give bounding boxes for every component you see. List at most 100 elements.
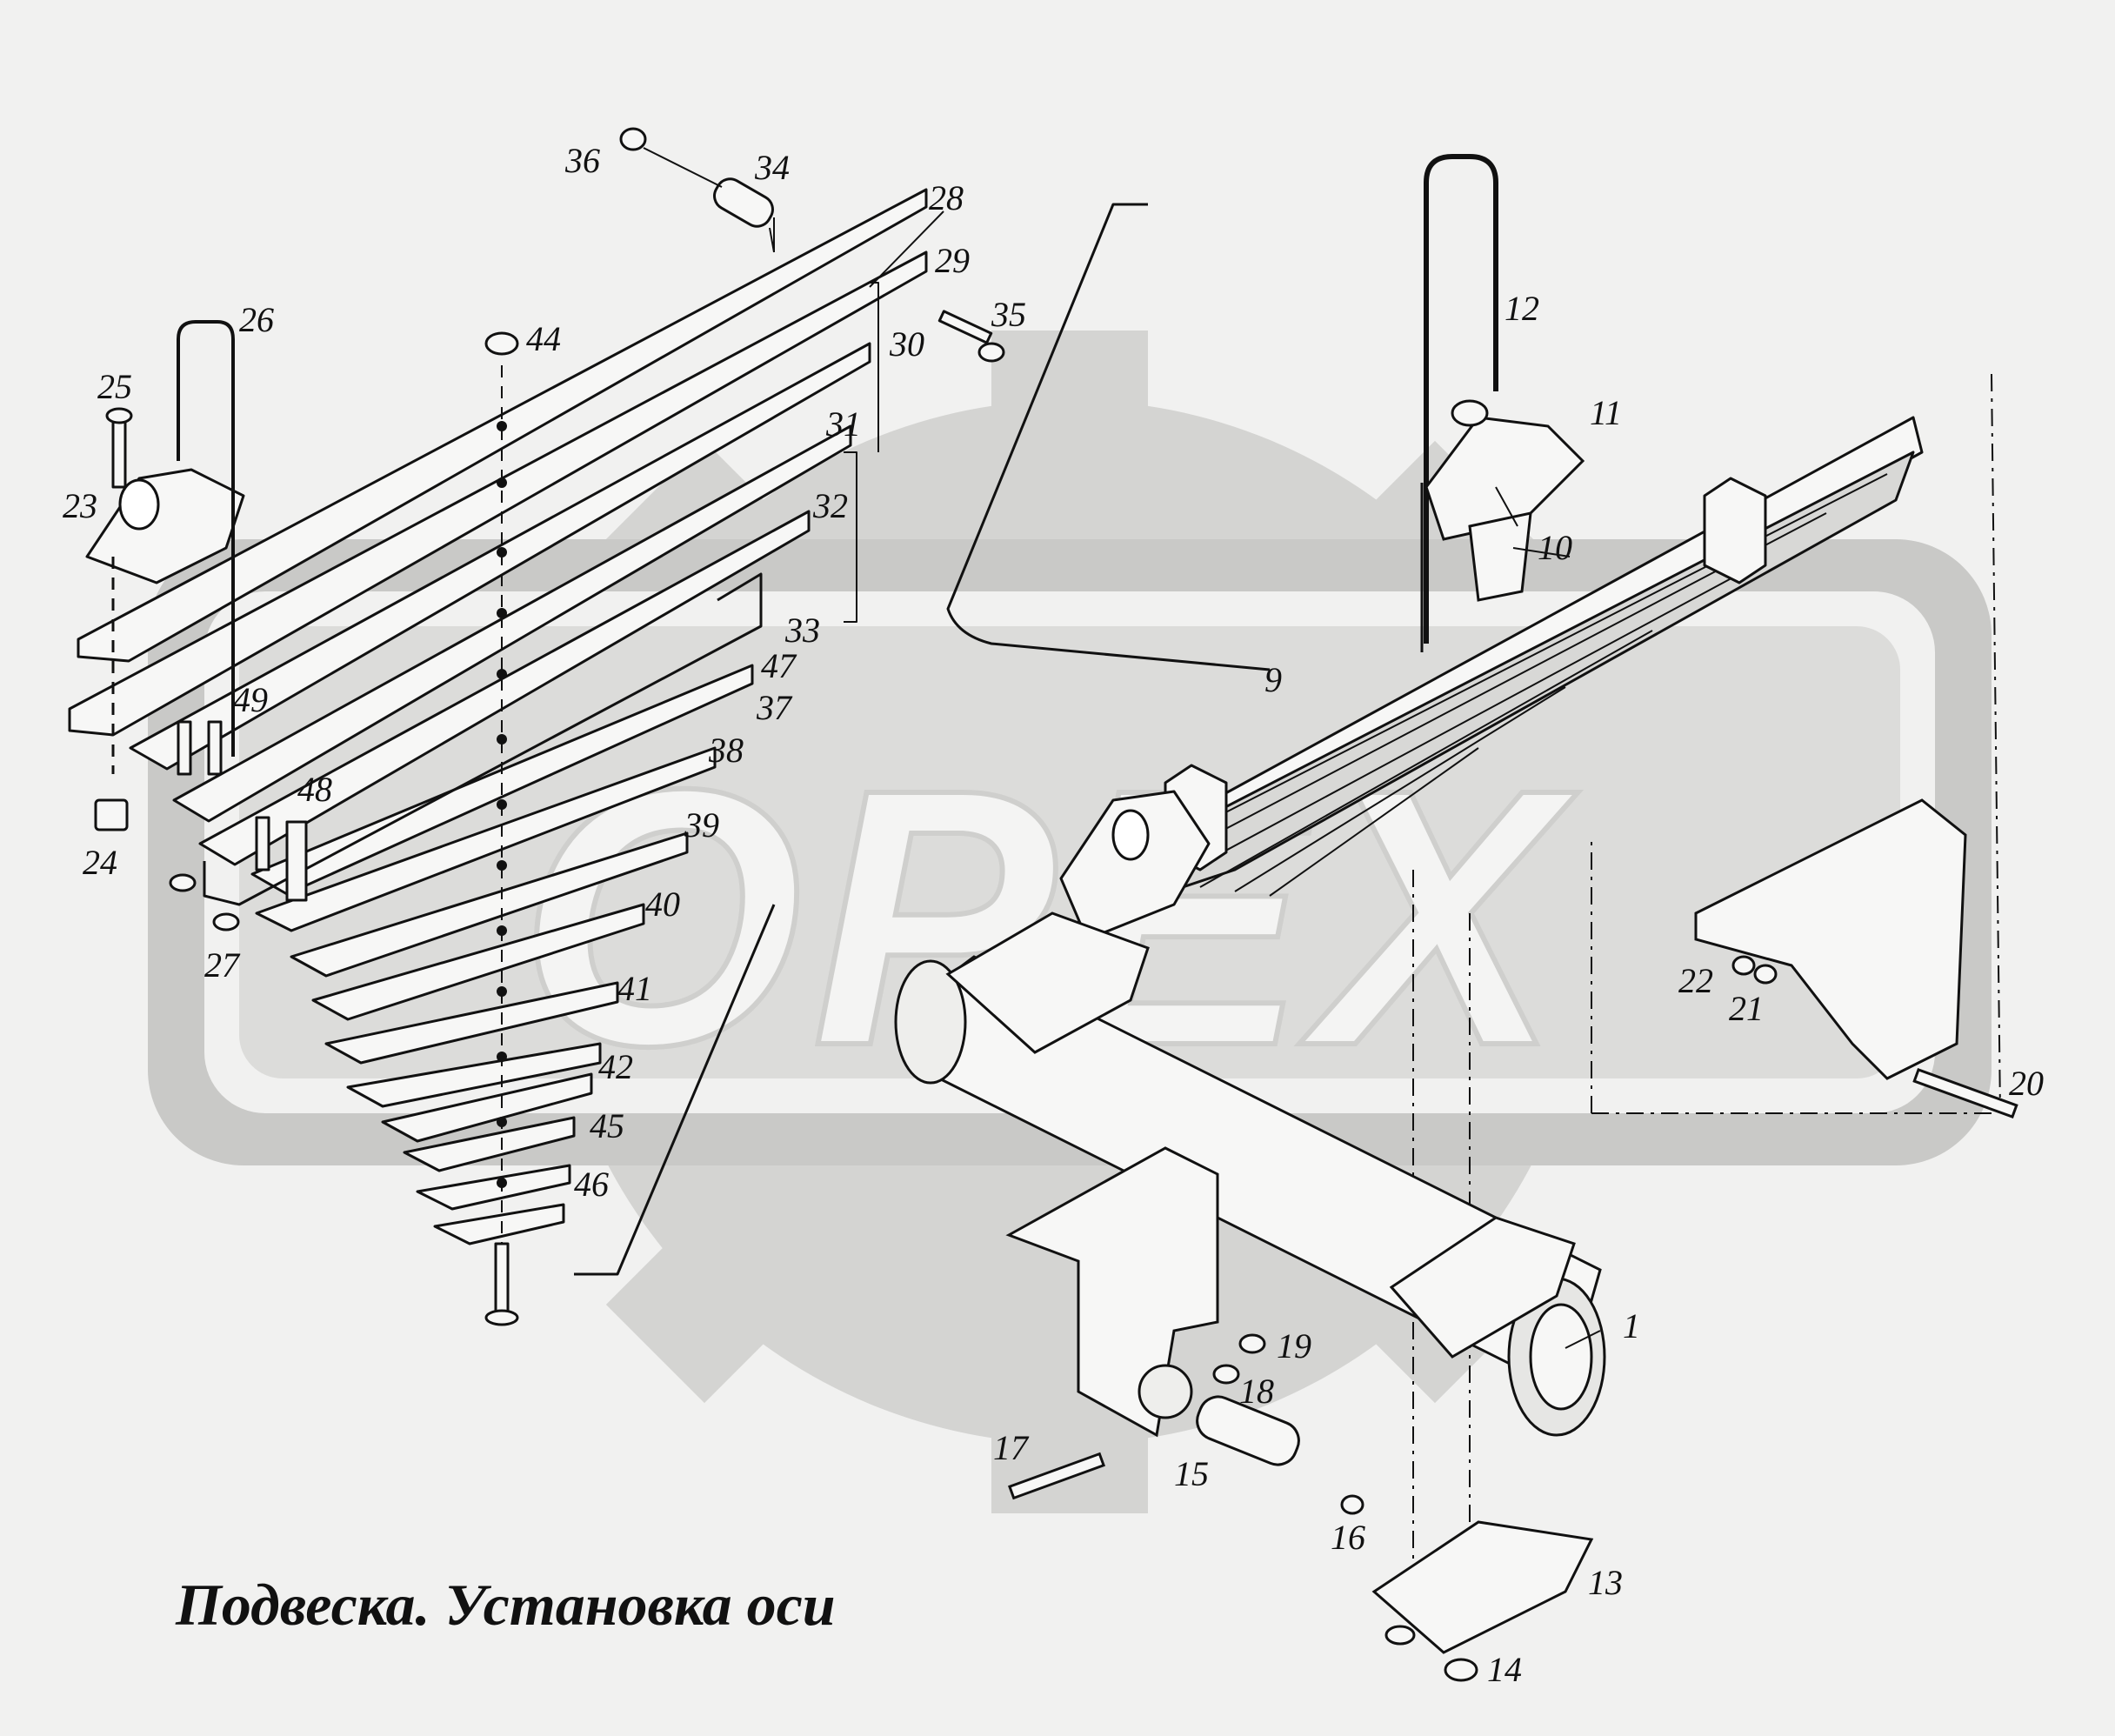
label-part-38: 38 bbox=[709, 731, 744, 770]
label-part-1: 1 bbox=[1623, 1306, 1640, 1345]
label-part-46: 46 bbox=[574, 1165, 609, 1204]
label-part-26: 26 bbox=[239, 300, 274, 339]
leader-9 bbox=[946, 203, 1271, 671]
leaf-37 bbox=[250, 664, 754, 896]
spring-clamp-rear bbox=[1703, 477, 1767, 584]
label-part-16: 16 bbox=[1331, 1518, 1365, 1557]
label-part-15: 15 bbox=[1174, 1454, 1209, 1493]
u-bolt-assembly bbox=[1420, 154, 1585, 652]
leaf-32 bbox=[198, 510, 811, 866]
label-part-31: 31 bbox=[826, 404, 861, 444]
label-part-42: 42 bbox=[598, 1047, 633, 1086]
centre-bolt bbox=[494, 1242, 510, 1315]
label-part-20: 20 bbox=[2009, 1064, 2044, 1103]
frame-brackets bbox=[1005, 798, 2018, 1682]
label-part-28: 28 bbox=[929, 178, 964, 217]
leaf-39 bbox=[290, 831, 689, 978]
label-part-25: 25 bbox=[97, 367, 132, 406]
bolt-17 bbox=[1008, 1452, 1105, 1500]
leaf-42b bbox=[381, 1072, 593, 1143]
label-part-13: 13 bbox=[1588, 1563, 1623, 1602]
bumper-10 bbox=[1468, 511, 1532, 602]
nut-18 bbox=[1212, 1364, 1240, 1385]
bolt-48 bbox=[255, 816, 270, 871]
label-part-44: 44 bbox=[526, 319, 561, 358]
hanger-rear bbox=[1694, 798, 1967, 1080]
leaf-45 bbox=[403, 1116, 576, 1172]
label-part-11: 11 bbox=[1590, 393, 1623, 432]
label-part-48: 48 bbox=[297, 770, 332, 809]
u-bolt-26 bbox=[177, 320, 235, 757]
label-part-35: 35 bbox=[991, 295, 1026, 334]
label-part-33: 33 bbox=[785, 611, 820, 650]
leaf-31 bbox=[172, 424, 852, 823]
label-part-12: 12 bbox=[1505, 289, 1539, 328]
nut-22 bbox=[1731, 955, 1756, 976]
nut-24 bbox=[94, 798, 129, 831]
label-part-32: 32 bbox=[813, 486, 848, 525]
label-part-21: 21 bbox=[1729, 989, 1764, 1028]
hanger-front bbox=[1005, 1146, 1219, 1438]
bolt-25 bbox=[111, 416, 127, 489]
nut-27b bbox=[212, 912, 240, 931]
label-part-37: 37 bbox=[757, 688, 791, 727]
bolt-49b bbox=[207, 720, 223, 776]
nut-14b bbox=[1384, 1625, 1416, 1646]
label-part-47: 47 bbox=[761, 646, 796, 685]
leaf-46b bbox=[433, 1203, 565, 1245]
label-part-30: 30 bbox=[890, 324, 924, 364]
nut-36 bbox=[619, 127, 647, 151]
label-part-41: 41 bbox=[617, 969, 652, 1008]
bolt-49a bbox=[177, 720, 192, 776]
leaf-41 bbox=[324, 981, 619, 1065]
nut-19 bbox=[1238, 1333, 1266, 1354]
axle-beam bbox=[894, 911, 1606, 1437]
diagram-title: Подвеска. Установка оси bbox=[176, 1572, 836, 1638]
spring-clip-33 bbox=[203, 572, 763, 906]
label-part-22: 22 bbox=[1678, 961, 1713, 1000]
leader-lines bbox=[769, 210, 1601, 1349]
u-bolt-12 bbox=[1424, 154, 1498, 644]
label-part-36: 36 bbox=[565, 141, 600, 180]
plate-13 bbox=[1371, 1520, 1594, 1654]
label-part-34: 34 bbox=[755, 148, 790, 187]
clip-bar-48 bbox=[285, 820, 308, 902]
watermark-frame-band bbox=[239, 626, 1900, 1078]
nut-16 bbox=[1340, 1494, 1364, 1515]
label-part-29: 29 bbox=[935, 241, 970, 280]
leaf-38 bbox=[255, 746, 717, 932]
leaf-46 bbox=[416, 1164, 571, 1211]
label-part-40: 40 bbox=[645, 885, 680, 924]
nut-27a bbox=[169, 873, 197, 892]
bolt-20 bbox=[1912, 1067, 2018, 1119]
label-part-19: 19 bbox=[1277, 1326, 1311, 1365]
label-part-17: 17 bbox=[993, 1428, 1028, 1467]
axle-end-left bbox=[894, 959, 967, 1085]
label-part-23: 23 bbox=[63, 486, 97, 525]
label-part-14: 14 bbox=[1487, 1650, 1522, 1689]
leaf-29 bbox=[68, 250, 928, 737]
nut-44 bbox=[484, 331, 519, 356]
label-part-9: 9 bbox=[1264, 660, 1282, 699]
label-part-18: 18 bbox=[1239, 1372, 1274, 1411]
centre-bolt-head bbox=[484, 1309, 519, 1326]
leaf-40 bbox=[311, 903, 645, 1021]
leaf-42 bbox=[346, 1042, 602, 1108]
label-part-24: 24 bbox=[83, 843, 117, 882]
label-part-27: 27 bbox=[204, 945, 239, 985]
label-part-45: 45 bbox=[590, 1106, 624, 1145]
nut-14 bbox=[1444, 1658, 1478, 1682]
nut-21 bbox=[1753, 964, 1778, 985]
pin-15 bbox=[1196, 1395, 1300, 1466]
bolt-35 bbox=[937, 310, 993, 344]
label-part-49: 49 bbox=[233, 680, 268, 719]
leader-bottom-left bbox=[574, 904, 776, 1276]
assembled-spring bbox=[1059, 373, 2001, 1583]
bushing-34 bbox=[713, 177, 774, 228]
label-part-10: 10 bbox=[1538, 528, 1572, 567]
exploded-leaf-stack bbox=[68, 127, 1271, 1326]
axle-pad-rear bbox=[1389, 1216, 1576, 1359]
axle-pad-front bbox=[945, 911, 1150, 1054]
label-part-39: 39 bbox=[684, 805, 719, 845]
